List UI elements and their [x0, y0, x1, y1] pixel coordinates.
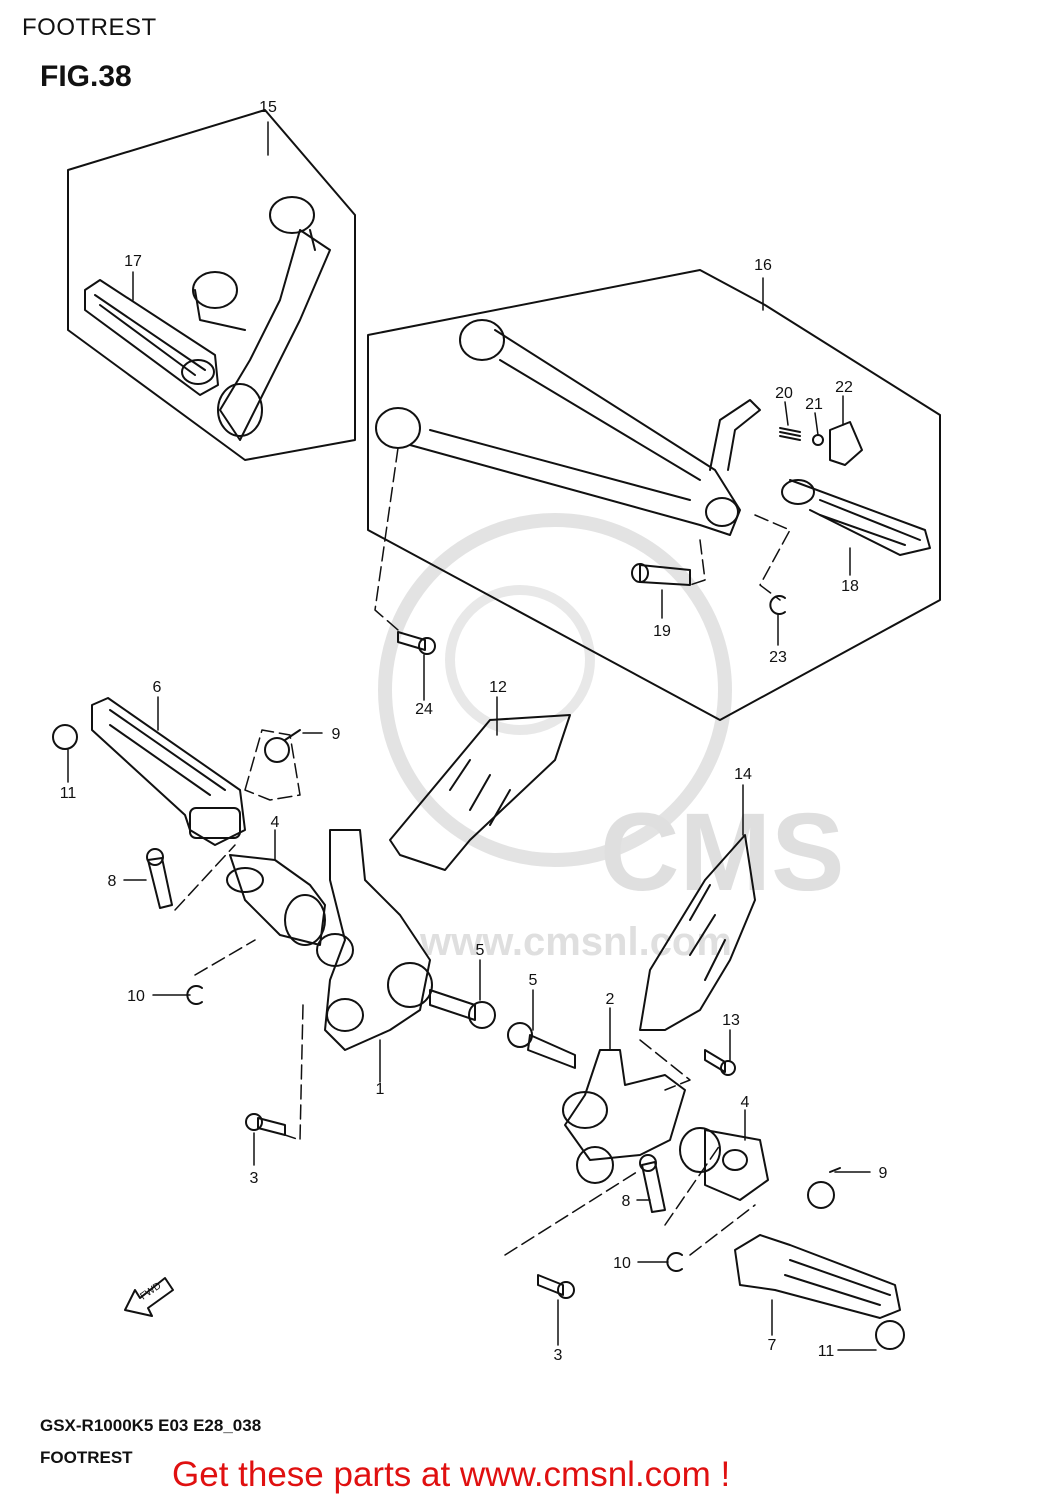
ball-21	[812, 434, 824, 446]
callout-11-left: 11	[60, 785, 77, 802]
heel-guard-12	[389, 714, 571, 871]
bolt-3-right	[537, 1274, 564, 1296]
callout-labels: 15 17 16 20 21 22 18 19 23 24 6 9 11 12 …	[60, 99, 888, 1364]
callout-7: 7	[768, 1337, 777, 1354]
callout-13: 13	[722, 1012, 740, 1029]
kit-box-16	[367, 269, 941, 721]
callout-2: 2	[606, 991, 615, 1008]
page-title: FOOTREST	[22, 14, 157, 41]
rear-bracket-15	[192, 196, 331, 441]
spring-20	[779, 427, 801, 441]
callout-1: 1	[376, 1081, 385, 1098]
bolt-5-a	[429, 989, 476, 1021]
callout-9-left: 9	[332, 726, 341, 743]
pin-19	[639, 564, 691, 586]
callout-4-left: 4	[271, 814, 280, 831]
fwd-arrow-icon	[124, 1277, 174, 1317]
footpeg-17	[84, 279, 219, 396]
pivot-4-right	[679, 1127, 769, 1201]
footrest-bracket-1	[316, 829, 433, 1051]
plate-22	[829, 421, 863, 466]
assembly-lines	[174, 447, 791, 1256]
kit-box-15	[67, 109, 356, 461]
model-code: GSX-R1000K5 E03 E28_038	[40, 1416, 262, 1435]
callout-6: 6	[153, 679, 162, 696]
pivot-4-left	[226, 854, 326, 946]
footpeg-18	[781, 479, 931, 556]
callout-3-left: 3	[250, 1170, 259, 1187]
spring-9-left	[264, 729, 301, 763]
nut-11-right	[875, 1320, 905, 1350]
callout-16: 16	[754, 257, 772, 274]
callout-17: 17	[124, 253, 142, 270]
spring-9-right	[807, 1167, 841, 1209]
footrest-bracket-2	[562, 1049, 686, 1184]
callout-23: 23	[769, 649, 787, 666]
figure-label: FIG.38	[40, 60, 132, 93]
pin-8-right	[641, 1161, 666, 1213]
bolt-24	[397, 631, 426, 651]
callout-10-left: 10	[127, 988, 145, 1005]
callout-8-left: 8	[108, 873, 117, 890]
callout-21: 21	[805, 396, 823, 413]
callout-20: 20	[775, 385, 793, 402]
callout-19: 19	[653, 623, 671, 640]
callout-22: 22	[835, 379, 853, 396]
footpeg-7	[734, 1234, 901, 1319]
heel-guard-14	[639, 834, 756, 1031]
callout-15: 15	[259, 99, 277, 116]
callout-8-right: 8	[622, 1193, 631, 1210]
cta-link[interactable]: Get these parts at www.cmsnl.com !	[172, 1455, 731, 1494]
callout-12: 12	[489, 679, 507, 696]
footer-title: FOOTREST	[40, 1448, 133, 1467]
watermark-url: www.cmsnl.com	[419, 920, 732, 964]
rear-bracket-16	[375, 319, 761, 536]
footpeg-6	[91, 697, 246, 846]
callout-11-right: 11	[818, 1343, 835, 1360]
callout-5-b: 5	[529, 972, 538, 989]
callout-9-right: 9	[879, 1165, 888, 1182]
clip-23	[769, 595, 786, 615]
callout-4-right: 4	[741, 1094, 750, 1111]
callout-5-a: 5	[476, 942, 485, 959]
leader-lines	[67, 121, 877, 1351]
bolt-13	[704, 1049, 726, 1073]
bolt-5-b	[527, 1034, 576, 1069]
watermark-logo: CMS	[600, 791, 844, 914]
callout-18: 18	[841, 578, 859, 595]
callout-24: 24	[415, 701, 433, 718]
callout-10-right: 10	[613, 1255, 631, 1272]
callout-14: 14	[734, 766, 752, 783]
pin-8-left	[147, 857, 173, 909]
clip-10-right	[666, 1252, 683, 1272]
watermark: CMS www.cmsnl.com	[378, 513, 844, 964]
callout-3-right: 3	[554, 1347, 563, 1364]
nut-11-left	[52, 724, 78, 750]
